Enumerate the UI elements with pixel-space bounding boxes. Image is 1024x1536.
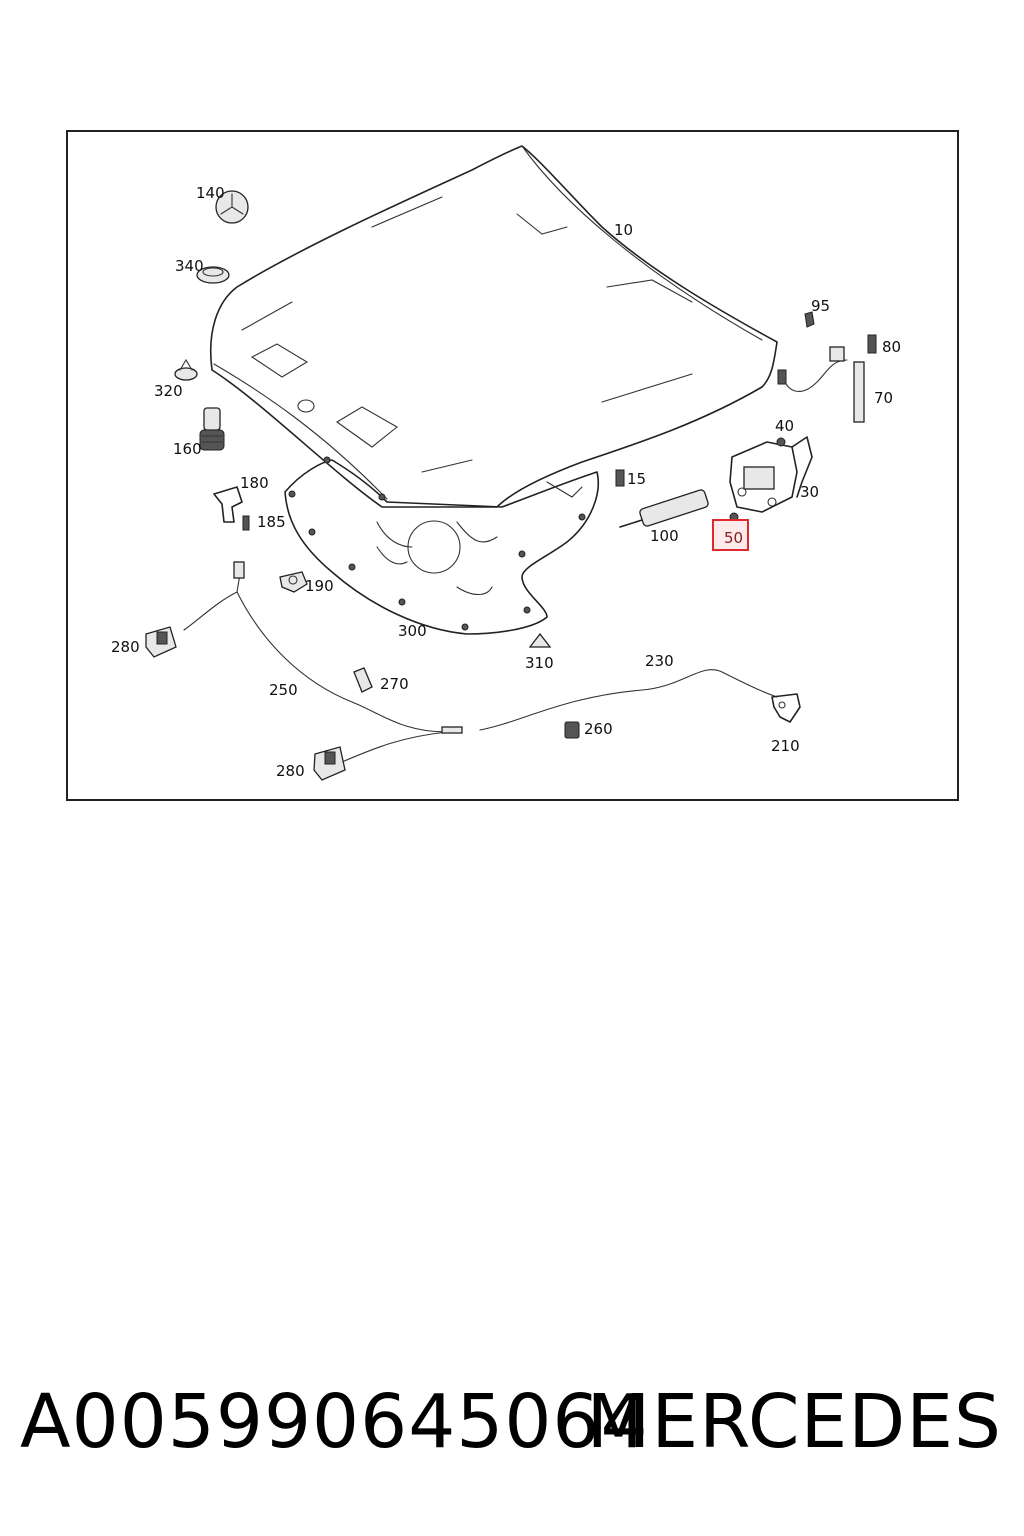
callout-70: 70 <box>874 389 893 407</box>
callout-250: 250 <box>269 681 298 699</box>
release-cables <box>183 561 778 763</box>
callout-280-left: 280 <box>111 638 140 656</box>
callout-50: 50 <box>724 529 743 547</box>
brand-name: MERCEDES <box>586 1379 1002 1465</box>
part-number: A005990645064 <box>20 1379 649 1465</box>
rubber-buffer <box>174 358 198 381</box>
callout-185: 185 <box>257 513 286 531</box>
hood-panel <box>209 145 778 508</box>
callout-340: 340 <box>175 257 204 275</box>
parts-diagram: 10 15 30 40 50 70 80 95 100 140 160 180 … <box>111 145 901 781</box>
adjustable-stop <box>199 407 225 451</box>
callout-140: 140 <box>196 184 225 202</box>
release-handle-left <box>145 626 177 658</box>
callout-180: 180 <box>240 474 269 492</box>
callout-270: 270 <box>380 675 409 693</box>
callout-80: 80 <box>882 338 901 356</box>
release-handle-bottom <box>313 746 346 781</box>
callout-280-bottom: 280 <box>276 762 305 780</box>
callout-310: 310 <box>525 654 554 672</box>
callout-190: 190 <box>305 577 334 595</box>
callout-100: 100 <box>650 527 679 545</box>
parts-diagram-frame: 10 15 30 40 50 70 80 95 100 140 160 180 … <box>66 130 959 801</box>
callout-10: 10 <box>614 221 633 239</box>
callout-15: 15 <box>627 470 646 488</box>
grommet <box>196 266 230 284</box>
callout-30: 30 <box>800 483 819 501</box>
callout-40: 40 <box>775 417 794 435</box>
callout-300: 300 <box>398 622 427 640</box>
callout-210: 210 <box>771 737 800 755</box>
retaining-clip <box>279 571 308 593</box>
cable-clip <box>564 721 580 739</box>
sensor-assembly <box>777 311 877 423</box>
callout-160: 160 <box>173 440 202 458</box>
hood-lock <box>729 436 813 513</box>
bracket <box>213 486 250 531</box>
callout-95: 95 <box>811 297 830 315</box>
cable-holder <box>353 667 373 693</box>
star-emblem <box>215 190 249 224</box>
gas-strut <box>615 469 709 528</box>
callout-230: 230 <box>645 652 674 670</box>
underhood-insulation <box>284 456 599 635</box>
release-lever <box>771 693 801 723</box>
callout-320: 320 <box>154 382 183 400</box>
push-clip <box>528 632 552 648</box>
footer-caption: A005990645064 MERCEDES <box>0 1372 1024 1472</box>
callout-260: 260 <box>584 720 613 738</box>
callout-50-highlight-box <box>712 519 749 551</box>
